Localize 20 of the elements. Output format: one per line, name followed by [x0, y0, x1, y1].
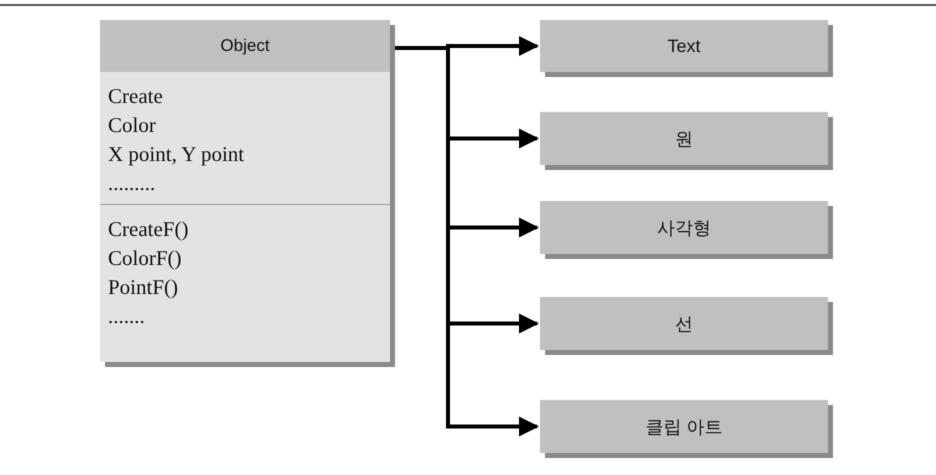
subclass-box: [540, 297, 828, 350]
method: .......: [108, 303, 145, 330]
subclass-name: 선: [675, 312, 693, 336]
subclass-box: [540, 20, 828, 72]
subclass-name: 원: [675, 128, 693, 150]
subclass-name: Text: [667, 36, 700, 56]
method: PointF(): [108, 274, 178, 301]
attribute: X point, Y point: [108, 141, 244, 168]
subclass-name: 클립 아트: [645, 416, 722, 438]
subclass-box: [540, 400, 828, 453]
class-name: Object: [100, 20, 390, 72]
subclass-box: [540, 112, 828, 165]
method: ColorF(): [108, 245, 182, 272]
subclass-name: 사각형: [657, 216, 711, 240]
attribute: Color: [108, 112, 156, 139]
attribute: .........: [108, 170, 156, 197]
attribute: Create: [108, 83, 163, 110]
subclass-box: [540, 201, 828, 254]
class-box: [100, 20, 390, 362]
method: CreateF(): [108, 216, 188, 243]
